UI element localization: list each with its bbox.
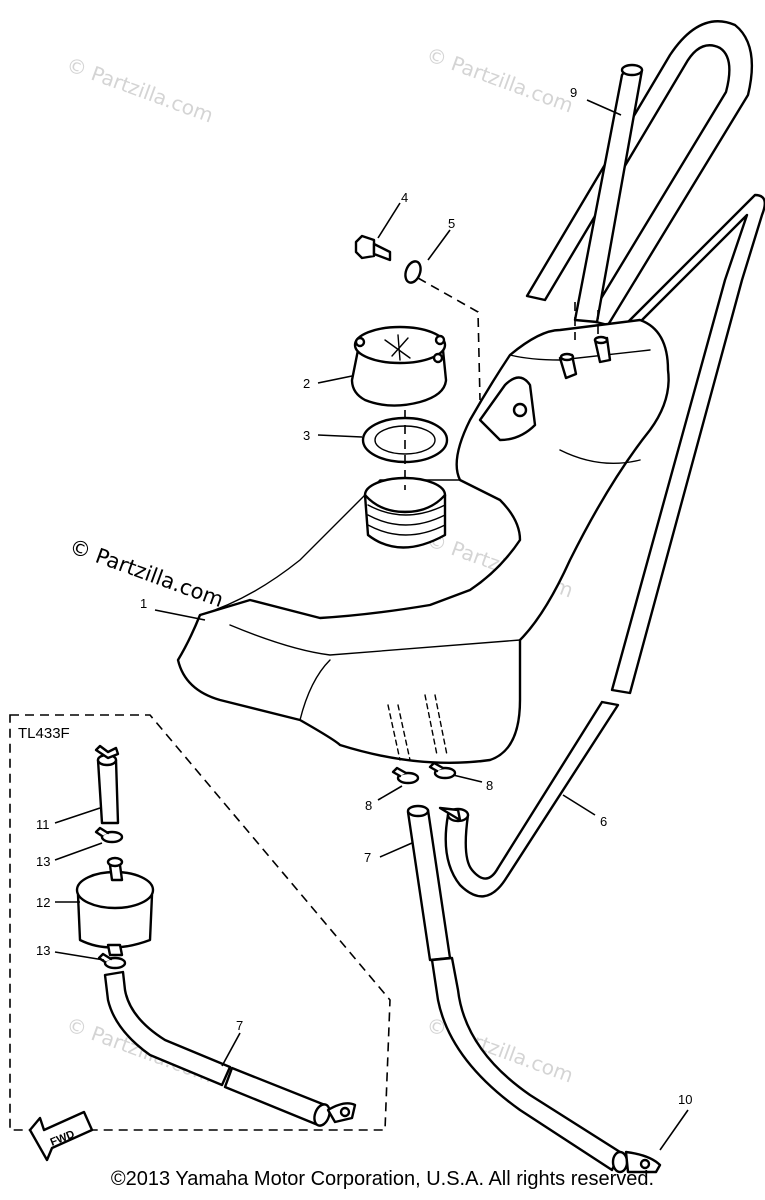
fwd-arrow-icon: FWD <box>28 1110 94 1162</box>
callout-8: 8 <box>365 798 372 813</box>
clip-part-8 <box>391 761 457 785</box>
fuel-tank-part-1 <box>176 318 670 765</box>
copyright-notice: ©2013 Yamaha Motor Corporation, U.S.A. A… <box>110 1168 655 1190</box>
alignment-lines <box>404 277 599 490</box>
callout-1: 1 <box>140 596 147 611</box>
callout-4: 4 <box>401 190 408 205</box>
callout-9: 9 <box>570 85 577 100</box>
callout-13: 13 <box>36 943 50 958</box>
leader-lines <box>54 99 689 1151</box>
kit-hose-part-7 <box>103 970 357 1127</box>
kit-clip-part-13 <box>94 826 127 970</box>
callout-11: 11 <box>36 817 50 832</box>
callout-6: 6 <box>600 814 607 829</box>
kit-hose-part-11 <box>94 744 120 825</box>
washer-part-5 <box>404 260 422 284</box>
callout-10: 10 <box>678 1092 692 1107</box>
callout-7: 7 <box>364 850 371 865</box>
callout-2: 2 <box>303 376 310 391</box>
callout-3: 3 <box>303 428 310 443</box>
fuel-filter-part-12 <box>75 856 155 957</box>
callout-5: 5 <box>448 216 455 231</box>
watermark: © Partzilla.com <box>423 42 576 117</box>
callout-13: 13 <box>36 854 50 869</box>
kit-outline <box>9 714 391 1131</box>
callout-12: 12 <box>36 895 50 910</box>
callout-7: 7 <box>236 1018 243 1033</box>
fuel-cap-part-2 <box>350 325 448 407</box>
hose-clamp-part-10 <box>611 1150 662 1174</box>
callout-numbers: 1 2 3 4 5 6 7 8 8 9 10 11 12 13 13 7 <box>36 85 692 1107</box>
breather-hose-upper-part-9 <box>525 20 754 327</box>
bolt-part-4 <box>354 234 392 262</box>
watermark: © Partzilla.com <box>63 52 216 127</box>
kit-label: TL433F <box>18 725 70 742</box>
callout-8: 8 <box>486 778 493 793</box>
